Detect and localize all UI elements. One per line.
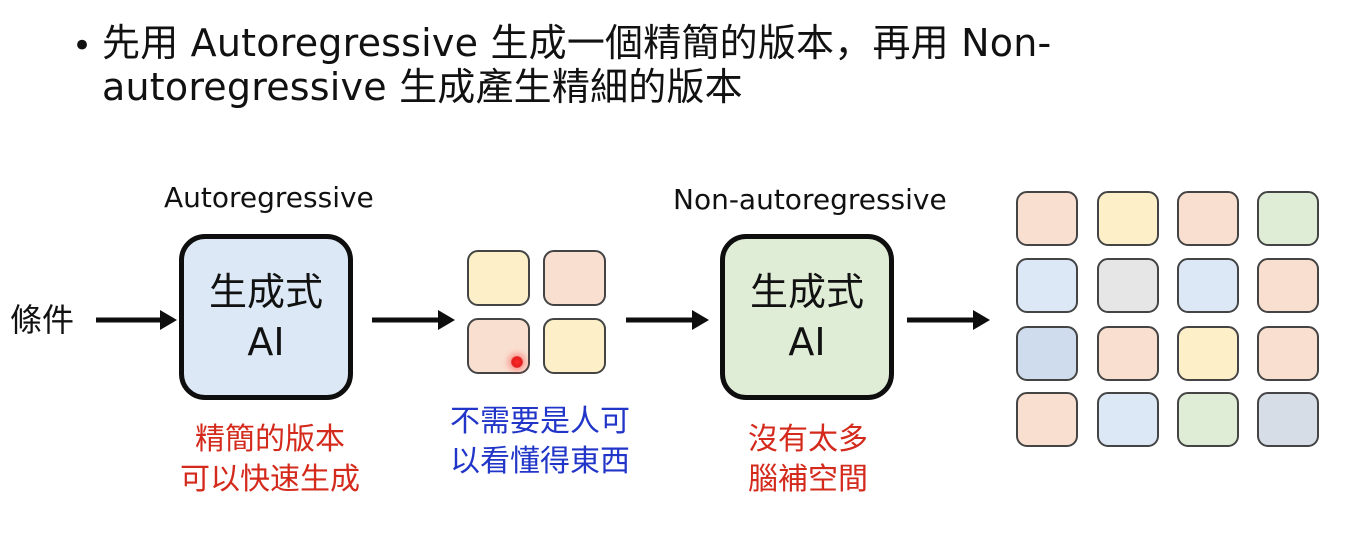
coarse-tile bbox=[467, 318, 530, 374]
non-autoregressive-label: Non-autoregressive bbox=[673, 183, 947, 216]
refined-tile bbox=[1016, 258, 1078, 313]
autoregressive-caption-line-2: 可以快速生成 bbox=[180, 462, 360, 497]
autoregressive-label: Autoregressive bbox=[164, 181, 374, 214]
refined-tile bbox=[1257, 326, 1319, 381]
refined-tile bbox=[1257, 191, 1319, 246]
non-autoregressive-box-text-1: 生成式 bbox=[749, 270, 864, 314]
cursor-pointer-dot bbox=[511, 356, 523, 368]
input-condition-label: 條件 bbox=[10, 301, 75, 339]
coarse-tile bbox=[543, 318, 606, 374]
refined-tile bbox=[1097, 392, 1159, 447]
intermediate-caption-line-2: 以看懂得東西 bbox=[450, 444, 630, 479]
intermediate-caption: 不需要是人可 以看懂得東西 bbox=[420, 402, 660, 482]
coarse-tile bbox=[467, 250, 530, 306]
refined-tile bbox=[1177, 392, 1239, 447]
non-autoregressive-caption-line-1: 沒有太多 bbox=[748, 422, 868, 457]
heading-line-2: autoregressive 生成產生精細的版本 bbox=[102, 65, 743, 109]
bullet-point: • bbox=[72, 26, 93, 66]
intermediate-caption-line-1: 不需要是人可 bbox=[450, 404, 630, 439]
non-autoregressive-caption-line-2: 腦補空間 bbox=[748, 462, 868, 497]
heading-line-1: 先用 Autoregressive 生成一個精簡的版本，再用 Non- bbox=[102, 21, 1052, 65]
arrow-intermediate-to-nar bbox=[626, 310, 709, 330]
non-autoregressive-caption: 沒有太多 腦補空間 bbox=[723, 420, 893, 500]
refined-tile bbox=[1016, 326, 1078, 381]
non-autoregressive-ai-box: 生成式 AI bbox=[720, 234, 894, 400]
refined-tile bbox=[1177, 326, 1239, 381]
refined-tile bbox=[1177, 258, 1239, 313]
coarse-tile bbox=[543, 250, 606, 306]
refined-tile bbox=[1097, 326, 1159, 381]
refined-tile bbox=[1177, 191, 1239, 246]
arrow-ar-to-intermediate bbox=[372, 310, 455, 330]
refined-tile bbox=[1016, 191, 1078, 246]
refined-tile bbox=[1257, 392, 1319, 447]
autoregressive-box-text-1: 生成式 bbox=[208, 270, 323, 314]
autoregressive-caption: 精簡的版本 可以快速生成 bbox=[160, 420, 380, 500]
refined-tile bbox=[1016, 392, 1078, 447]
autoregressive-box-text-2: AI bbox=[247, 320, 285, 364]
autoregressive-ai-box: 生成式 AI bbox=[179, 234, 353, 400]
arrow-nar-to-output bbox=[907, 310, 990, 330]
refined-tile bbox=[1097, 191, 1159, 246]
refined-tile bbox=[1097, 258, 1159, 313]
non-autoregressive-box-text-2: AI bbox=[788, 320, 826, 364]
arrow-input-to-ar-line bbox=[96, 310, 177, 330]
refined-tile bbox=[1257, 258, 1319, 313]
autoregressive-caption-line-1: 精簡的版本 bbox=[195, 422, 345, 457]
